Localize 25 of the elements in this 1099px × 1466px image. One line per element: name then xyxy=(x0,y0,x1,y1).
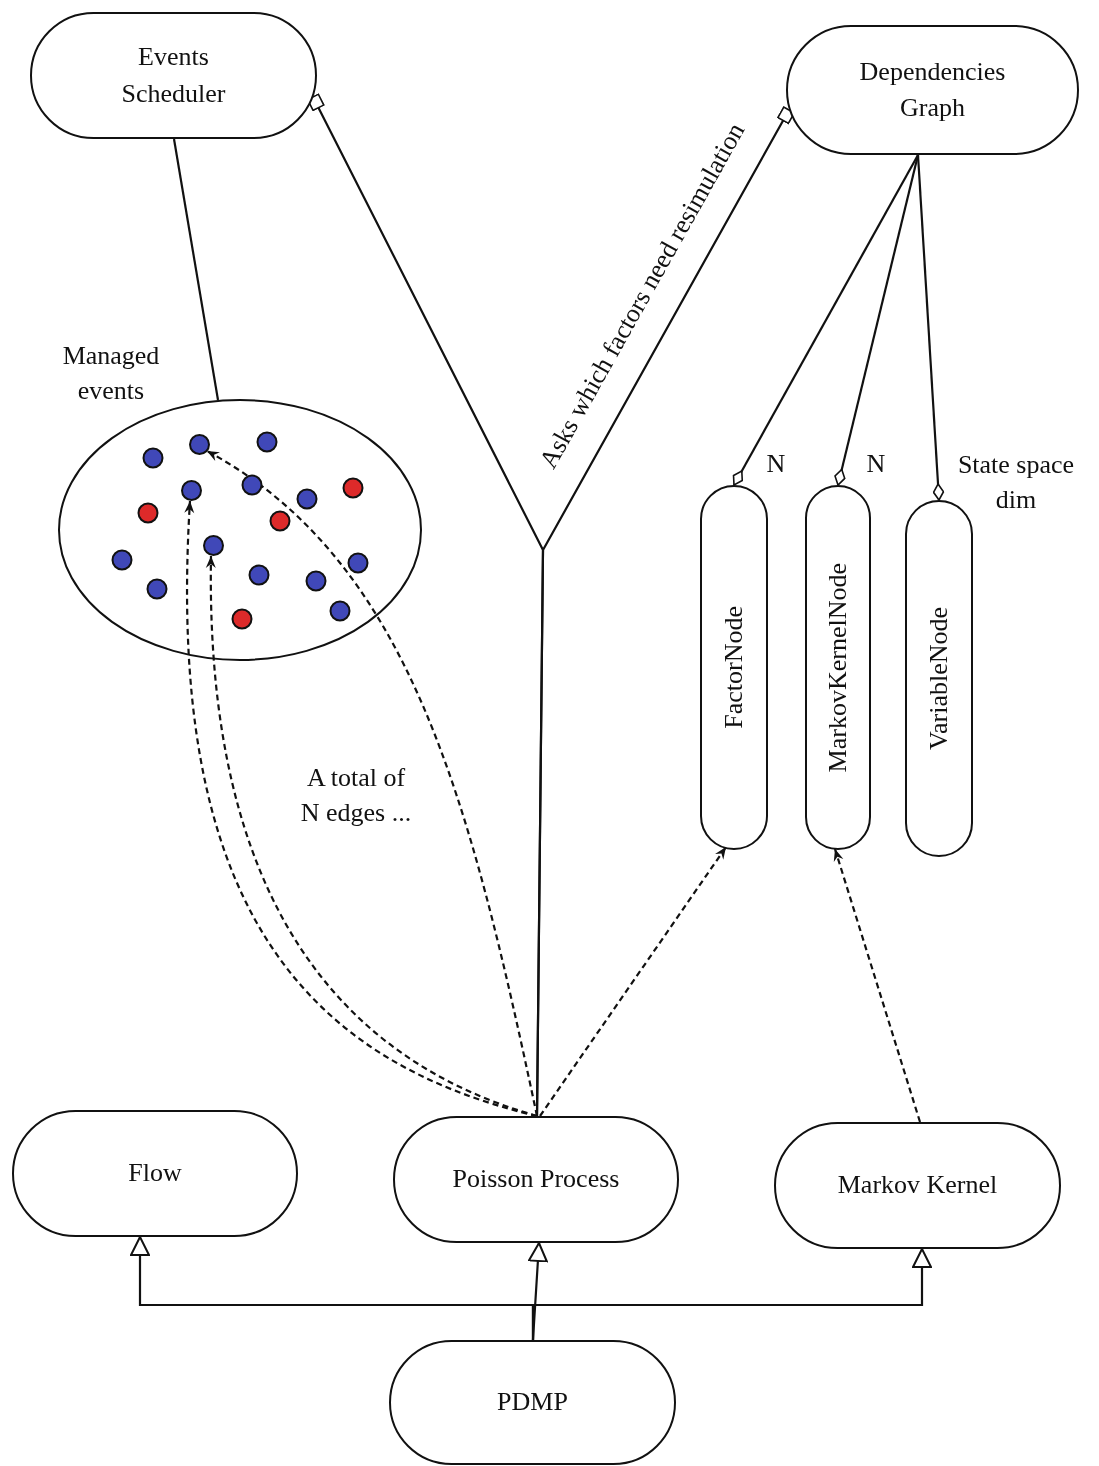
inheritance-arrow xyxy=(531,1248,932,1340)
event-dot xyxy=(189,434,210,455)
group-heading: Managed events xyxy=(61,340,161,408)
node-label: MarkovKernelNode xyxy=(821,562,853,773)
note-text: A total of N edges ... xyxy=(300,762,412,830)
edge-label: State space dim xyxy=(956,449,1076,517)
event-dot xyxy=(181,480,202,501)
association-line xyxy=(834,154,920,486)
arrow xyxy=(833,848,922,1123)
node-label: Dependencies Graph xyxy=(858,55,1007,124)
node-label: Events Scheduler xyxy=(120,41,227,110)
node-label: Flow xyxy=(128,1157,182,1190)
node-label: VariableNode xyxy=(922,607,954,750)
edge-label: N xyxy=(765,448,787,480)
event-dot xyxy=(203,535,224,556)
edge-label: N xyxy=(865,448,887,480)
node-label: Poisson Process xyxy=(452,1163,620,1196)
arrow xyxy=(539,846,727,1117)
node-label: Markov Kernel xyxy=(837,1169,998,1202)
association-line xyxy=(916,154,945,501)
connector-line xyxy=(172,138,220,401)
node-label: FactorNode xyxy=(717,606,749,729)
node-label: PDMP xyxy=(497,1386,568,1419)
association-line xyxy=(732,154,919,486)
class-box xyxy=(700,485,768,850)
